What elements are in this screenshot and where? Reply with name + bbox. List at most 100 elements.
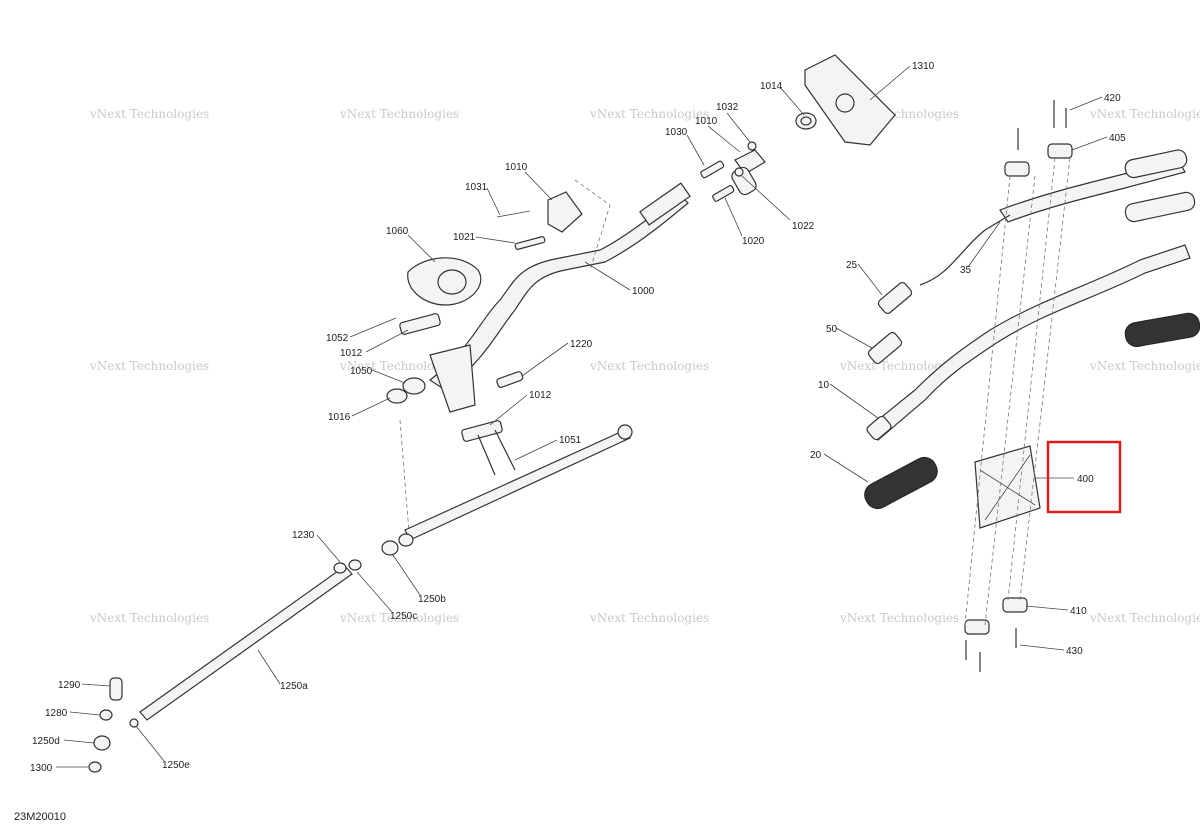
nut-1250c [348,559,362,571]
bolt-1020 [712,185,735,202]
label-50: 50 [826,324,838,335]
handlebar-10-end [866,415,892,441]
bolt-1290 [109,677,123,701]
leader-1014 [779,86,805,116]
leader-1000 [584,261,631,291]
label-1250b: 1250b [418,594,446,605]
label-20: 20 [810,450,822,461]
watermark: vNext Technologies [89,107,209,121]
clamp-410-b [1002,597,1028,613]
leader-1012a [365,329,409,353]
diagram-reference: 23M20010 [14,811,66,823]
clamp-1012-bottom [461,420,503,442]
part-labels: 1310 1014 1032 1010 1030 1022 1020 1010 … [30,61,1126,774]
label-420: 420 [1104,93,1121,104]
alignment-line [1019,157,1071,601]
clamp-405-b [1047,143,1073,159]
cover-1060-dome [437,269,467,295]
label-1000: 1000 [632,286,655,297]
leader-1060 [407,234,436,263]
part-25 [877,281,913,315]
leader-410 [1025,605,1069,611]
leader-1280 [69,711,101,716]
ring-1014-inner [800,116,812,126]
leader-1012b [489,394,528,426]
washer-1230 [333,562,347,574]
label-1280: 1280 [45,708,68,719]
label-10: 10 [818,380,830,391]
leader-1051 [514,439,558,461]
clamp-1010-block [731,166,757,196]
leader-1016 [351,397,391,417]
bolt-1220 [496,371,524,388]
watermark: vNext Technologies [589,611,709,625]
label-1060: 1060 [386,226,409,237]
clamp-1012-top [399,313,441,335]
grip-right [1124,312,1200,347]
leader-1220 [521,342,569,377]
clamp-405-a [1004,161,1030,177]
label-1250c: 1250c [390,611,417,622]
tie-rod-assembly [88,424,633,773]
label-1031: 1031 [465,182,488,193]
watermark: vNext Technologies [89,359,209,373]
grip-heater-wire [919,214,1011,286]
label-1300: 1300 [30,763,53,774]
label-1016: 1016 [328,412,351,423]
label-1014: 1014 [760,81,783,92]
watermark-layer: vNext Technologies vNext Technologies vN… [89,107,1200,625]
leader-1021 [475,236,516,244]
leader-1030 [686,134,705,166]
tie-rod-1250a [139,565,353,721]
bolt-1021 [514,236,546,250]
clamp-1010-lower [547,191,583,233]
watermark: vNext Technologies [1089,107,1200,121]
plate-1310-hole [835,93,855,113]
label-1220: 1220 [570,339,593,350]
watermark: vNext Technologies [339,107,459,121]
label-35: 35 [960,265,972,276]
label-1250e: 1250e [162,760,190,771]
bushing-1250b-2 [398,533,414,547]
label-1020: 1020 [742,236,765,247]
leader-1010b [524,171,553,201]
label-1030: 1030 [665,127,688,138]
leader-1022 [741,175,791,221]
watermark: vNext Technologies [839,611,959,625]
label-1052: 1052 [326,333,349,344]
right-handlebar-assembly [864,100,1200,672]
tie-rod-1250b [404,429,631,541]
alignment-line [399,419,411,546]
label-1012b: 1012 [529,390,552,401]
nut-1250e [129,718,139,728]
alignment-line [984,175,1036,626]
alignment-line [964,175,1011,626]
leader-405 [1071,136,1108,151]
label-1250d: 1250d [32,736,60,747]
label-1230: 1230 [292,530,315,541]
label-1021: 1021 [453,232,476,243]
label-1010a: 1010 [695,116,718,127]
bushing-1250b [381,540,399,556]
leader-1310 [869,65,911,101]
bolt-1051-b [494,429,516,471]
bolt-1030 [700,160,725,179]
leader-1031 [486,187,501,216]
leader-1032 [726,112,751,143]
stem-riser [429,344,476,413]
label-1250a: 1250a [280,681,308,692]
alignment-line [1007,157,1056,601]
washer-1050 [402,377,426,395]
nut-1300 [88,761,102,773]
leader-lines [56,65,1108,768]
label-430: 430 [1066,646,1083,657]
alignment-line [574,179,611,271]
leader-1290 [81,683,111,687]
label-1290: 1290 [58,680,81,691]
label-1022: 1022 [792,221,815,232]
leader-1052 [349,317,397,338]
label-1050: 1050 [350,366,373,377]
grip-20 [864,456,938,510]
washer-1280 [99,709,113,721]
label-400: 400 [1077,474,1094,485]
